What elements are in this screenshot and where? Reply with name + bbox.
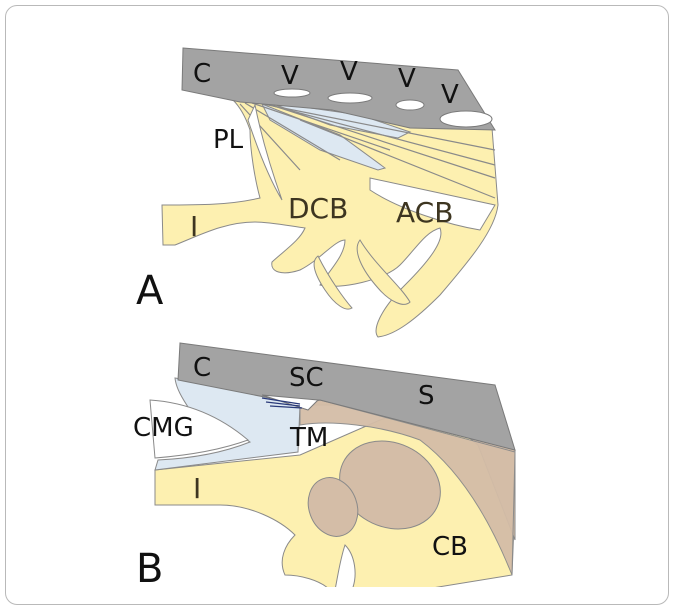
panel-a-label: A xyxy=(136,268,164,314)
anatomy-figure: C V V V V PL I DCB ACB A xyxy=(0,0,676,587)
panel-a-label-dcb: DCB xyxy=(288,192,348,225)
panel-b-label-sc: SC xyxy=(289,363,324,393)
panel-a-label-c: C xyxy=(193,59,211,89)
panel-b-label: B xyxy=(136,546,163,587)
panel-a-v-opening-2 xyxy=(328,93,372,103)
panel-a-v-opening-3 xyxy=(396,100,424,110)
panel-a-label-v4: V xyxy=(441,80,459,110)
panel-a-label-v2: V xyxy=(340,57,358,87)
panel-a-label-v1: V xyxy=(281,61,299,91)
panel-b-label-s: S xyxy=(418,381,435,411)
panel-a-label-i: I xyxy=(190,210,198,243)
panel-b-label-i: I xyxy=(193,472,201,505)
panel-a-v-opening-4 xyxy=(440,111,492,127)
panel-b-label-cmg: CMG xyxy=(133,413,194,443)
panel-a: C V V V V PL I DCB ACB A xyxy=(136,48,498,337)
panel-b: C SC S CMG TM I CB B xyxy=(133,343,515,587)
panel-b-label-cb: CB xyxy=(432,532,468,562)
panel-a-label-acb: ACB xyxy=(396,196,453,229)
panel-b-label-c: C xyxy=(193,353,211,383)
panel-a-label-v3: V xyxy=(398,64,416,94)
panel-b-label-tm: TM xyxy=(289,423,328,453)
panel-a-label-pl: PL xyxy=(213,125,244,155)
